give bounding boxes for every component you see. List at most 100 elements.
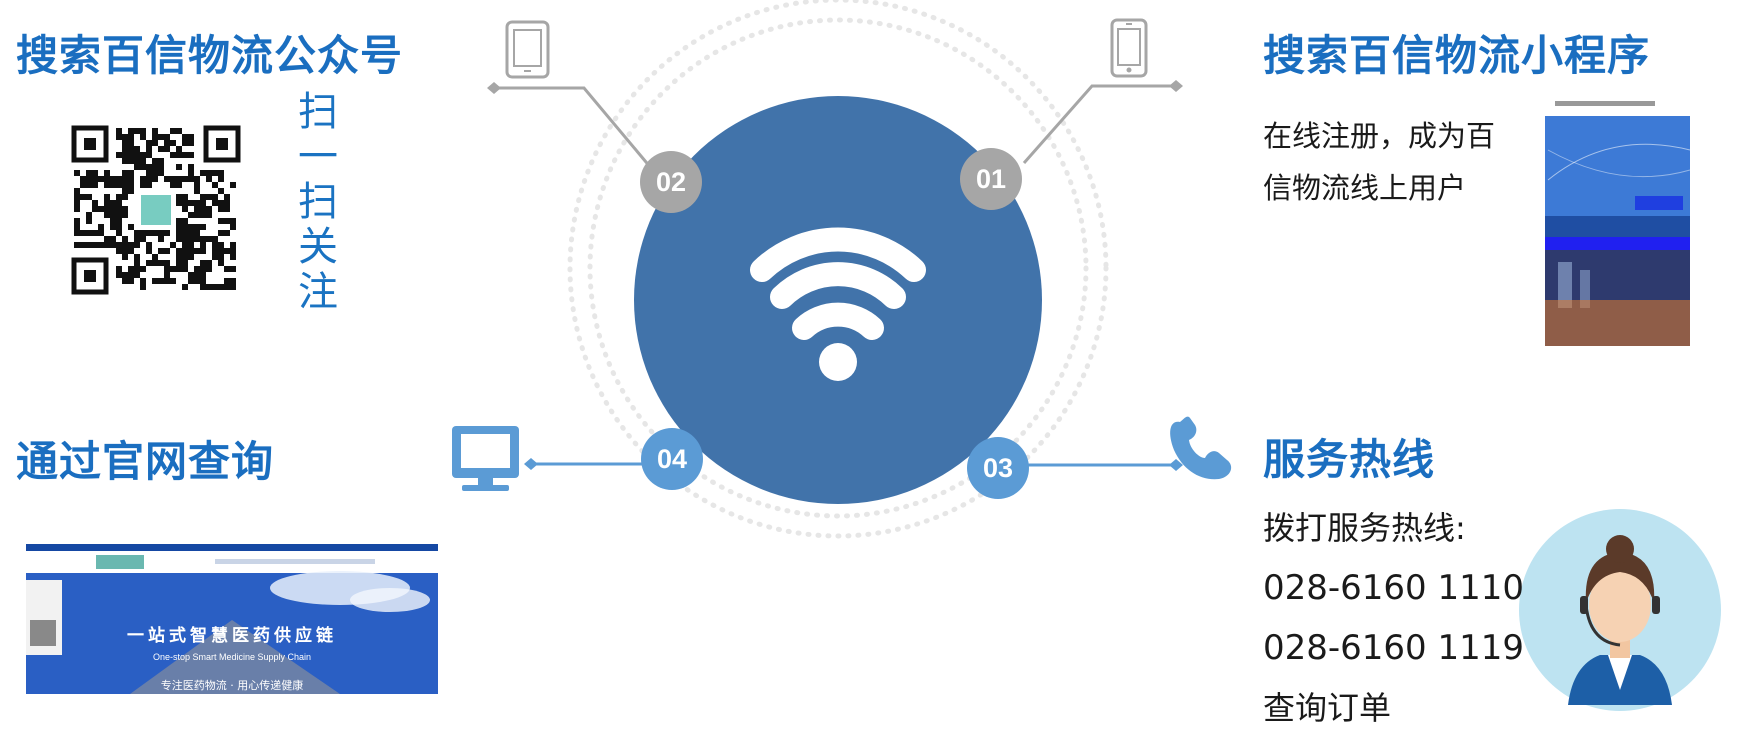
qr-module — [74, 224, 80, 230]
qr-module — [92, 200, 98, 206]
qr-module — [182, 248, 188, 254]
qr-module — [134, 164, 140, 170]
badge-03: 03 — [967, 437, 1029, 499]
qr-module — [224, 230, 230, 236]
qr-module — [176, 224, 182, 230]
qr-module — [110, 206, 116, 212]
wechat-title: 搜索百信物流公众号 — [16, 31, 404, 80]
qr-module — [158, 146, 164, 152]
qr-module — [140, 176, 146, 182]
qr-module — [80, 194, 86, 200]
qr-module — [194, 266, 200, 272]
qr-module — [80, 176, 86, 182]
qr-module — [182, 152, 188, 158]
qr-module — [98, 230, 104, 236]
qr-module — [176, 230, 182, 236]
miniprogram-title: 搜索百信物流小程序 — [1263, 31, 1651, 80]
qr-module — [152, 278, 158, 284]
qr-module — [122, 242, 128, 248]
qr-module — [86, 194, 92, 200]
qr-module — [128, 242, 134, 248]
qr-module — [110, 224, 116, 230]
qr-module — [146, 146, 152, 152]
qr-module — [212, 170, 218, 176]
qr-module — [224, 248, 230, 254]
qr-module — [176, 236, 182, 242]
website-headline: 一站式智慧医药供应链 — [127, 626, 337, 646]
qr-module — [176, 218, 182, 224]
qr-module — [224, 278, 230, 284]
qr-module — [86, 212, 92, 218]
qr-module — [74, 206, 80, 212]
qr-module — [146, 230, 152, 236]
qr-module — [86, 218, 92, 224]
qr-module — [128, 128, 134, 134]
qr-module — [122, 254, 128, 260]
qr-module — [134, 260, 140, 266]
qr-module — [176, 128, 182, 134]
qr-module — [128, 158, 134, 164]
qr-module — [128, 188, 134, 194]
qr-module — [110, 218, 116, 224]
qr-module — [218, 284, 224, 290]
qr-module — [182, 134, 188, 140]
qr-module — [194, 182, 200, 188]
qr-module — [116, 152, 122, 158]
qr-module — [212, 248, 218, 254]
qr-module — [188, 248, 194, 254]
qr-module — [158, 260, 164, 266]
qr-module — [200, 266, 206, 272]
website-footer: 专注医药物流 · 用心传递健康 — [160, 679, 304, 692]
qr-module — [170, 266, 176, 272]
qr-module — [230, 182, 236, 188]
qr-module — [74, 230, 80, 236]
qr-module — [218, 176, 224, 182]
qr-module — [224, 218, 230, 224]
qr-module — [122, 188, 128, 194]
qr-module — [176, 200, 182, 206]
qr-module — [146, 260, 152, 266]
qr-module — [170, 176, 176, 182]
scan-follow-text: 扫 一 扫 关 注 — [296, 90, 340, 315]
qr-module — [182, 284, 188, 290]
qr-module — [206, 206, 212, 212]
qr-module — [194, 248, 200, 254]
qr-module — [218, 188, 224, 194]
qr-module — [164, 248, 170, 254]
qr-module — [158, 278, 164, 284]
qr-module — [110, 200, 116, 206]
qr-module — [188, 278, 194, 284]
qr-module — [140, 266, 146, 272]
qr-module — [140, 158, 146, 164]
miniprogram-description: 在线注册，成为百 信物流线上用户 — [1263, 110, 1495, 214]
qr-module — [116, 272, 122, 278]
qr-module — [230, 278, 236, 284]
qr-module — [194, 212, 200, 218]
qr-module — [128, 134, 134, 140]
qr-module — [212, 254, 218, 260]
qr-module — [224, 266, 230, 272]
qr-module — [128, 248, 134, 254]
outer-dotted-ring — [567, 0, 1109, 539]
qr-module — [134, 272, 140, 278]
qr-module — [212, 236, 218, 242]
qr-module — [128, 152, 134, 158]
qr-module — [200, 278, 206, 284]
qr-module — [152, 230, 158, 236]
qr-module — [116, 182, 122, 188]
qr-module — [200, 272, 206, 278]
qr-module — [194, 236, 200, 242]
qr-module — [152, 260, 158, 266]
qr-module — [140, 284, 146, 290]
qr-module — [122, 158, 128, 164]
hotline-intro: 拨打服务热线: — [1263, 509, 1466, 547]
scan-char: 扫 — [298, 89, 338, 135]
qr-module — [122, 194, 128, 200]
qr-module — [86, 230, 92, 236]
qr-module — [164, 260, 170, 266]
qr-module — [200, 206, 206, 212]
qr-module — [206, 170, 212, 176]
qr-module — [122, 206, 128, 212]
qr-module — [116, 212, 122, 218]
qr-module — [188, 200, 194, 206]
